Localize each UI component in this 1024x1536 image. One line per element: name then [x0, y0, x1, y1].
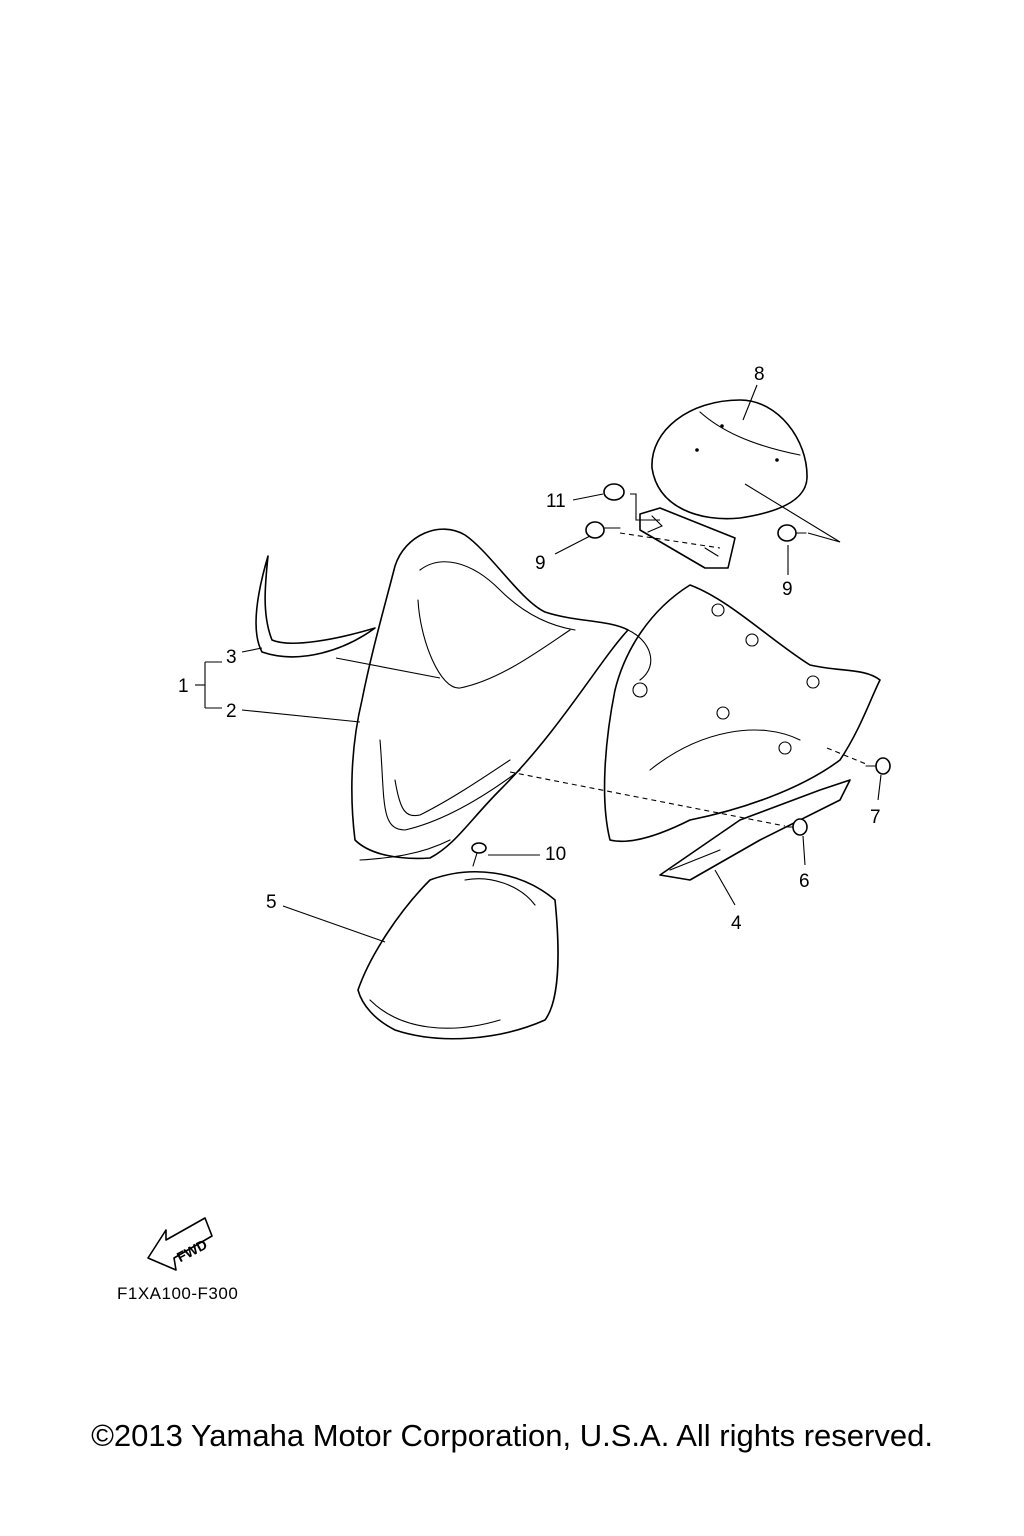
part-4-strip [659, 779, 851, 881]
callout-numbers: 8 11 9 9 3 1 2 7 10 6 5 4 [178, 364, 881, 934]
part-5-front-fender [357, 871, 559, 1040]
callout-7: 7 [870, 807, 881, 828]
callout-10: 10 [545, 844, 566, 865]
part-10-screw [471, 842, 487, 867]
part-8-upper-cover [639, 399, 808, 569]
callout-9-right: 9 [782, 579, 793, 600]
callout-6: 6 [799, 871, 810, 892]
callout-11: 11 [546, 491, 566, 512]
part-9-screw-left [585, 521, 621, 539]
callout-5: 5 [266, 892, 277, 913]
part-7-screw [865, 757, 891, 775]
part-11-grommet [603, 483, 625, 501]
part-2-front-panel [351, 528, 629, 861]
part-inner-cover [603, 584, 881, 843]
callout-9-left: 9 [535, 553, 546, 574]
part-6-screw [785, 818, 808, 836]
copyright-notice: ©2013 Yamaha Motor Corporation, U.S.A. A… [91, 1418, 933, 1453]
part-9-screw-right [777, 524, 807, 542]
drawing-code: F1XA100-F300 [117, 1284, 239, 1303]
part-3-stripe [255, 555, 376, 658]
callout-4: 4 [731, 913, 742, 934]
leader-lines [195, 384, 882, 943]
fwd-arrow-icon: FWD [147, 1217, 213, 1271]
callout-1: 1 [178, 676, 189, 697]
callout-3: 3 [226, 647, 237, 668]
callout-2: 2 [226, 701, 237, 722]
callout-8: 8 [754, 364, 765, 385]
